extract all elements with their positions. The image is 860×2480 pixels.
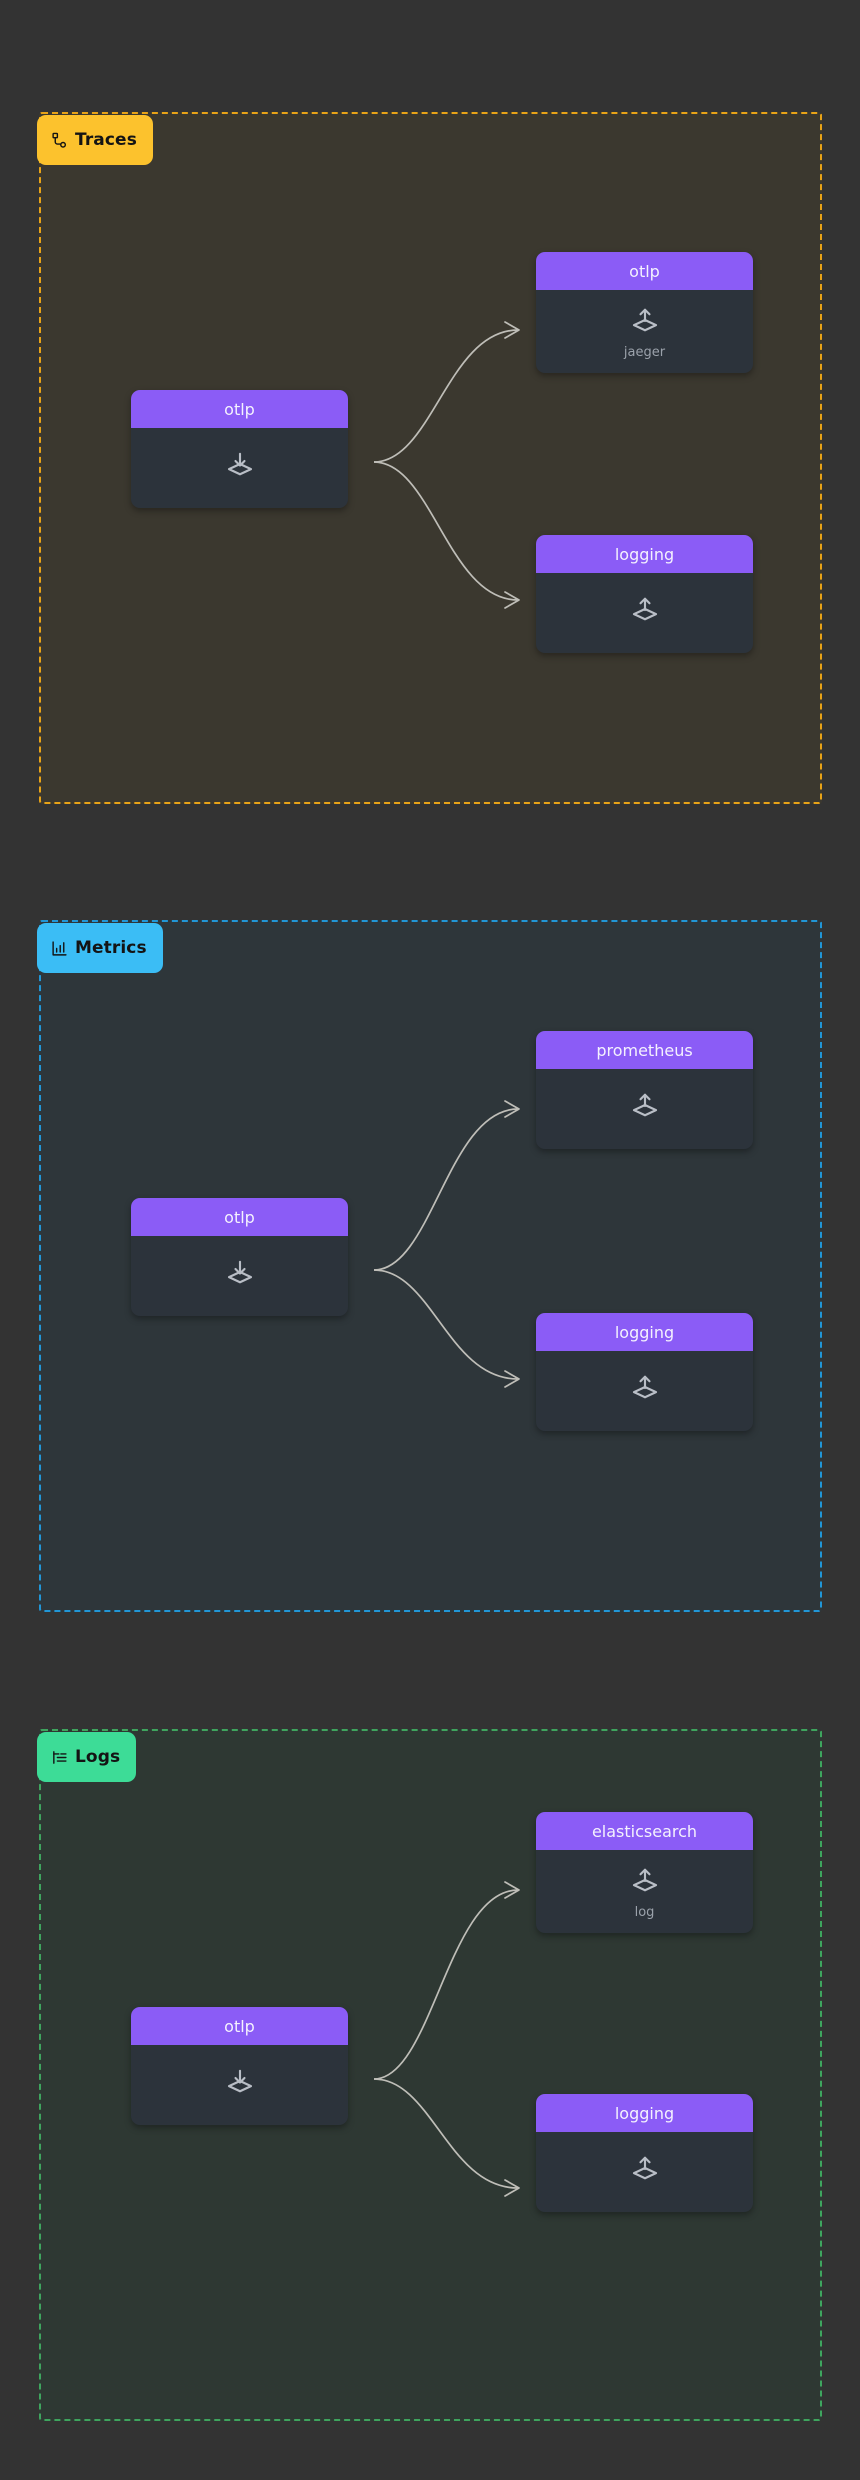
exporter-upload-icon (630, 1373, 660, 1407)
node-title: elasticsearch (536, 1812, 753, 1850)
node-subtitle: jaeger (623, 345, 666, 360)
logs-icon (51, 1749, 68, 1766)
node-exporter-metrics-prometheus[interactable]: prometheus (536, 1031, 753, 1149)
node-body: jaeger (536, 290, 753, 373)
node-title: logging (536, 2094, 753, 2132)
exporter-upload-icon (630, 306, 660, 340)
node-title: logging (536, 1313, 753, 1351)
node-receiver-metrics-otlp[interactable]: otlp (131, 1198, 348, 1316)
node-exporter-traces-otlp[interactable]: otlp jaeger (536, 252, 753, 373)
node-body: log (536, 1850, 753, 1933)
node-body (536, 2132, 753, 2212)
receiver-download-icon (225, 450, 255, 484)
node-body (536, 573, 753, 653)
node-title: logging (536, 535, 753, 573)
traces-icon (51, 132, 68, 149)
node-exporter-logs-logging[interactable]: logging (536, 2094, 753, 2212)
exporter-upload-icon (630, 595, 660, 629)
node-title: otlp (131, 2007, 348, 2045)
receiver-download-icon (225, 2067, 255, 2101)
node-body (536, 1351, 753, 1431)
node-body (536, 1069, 753, 1149)
pipeline-badge-label: Traces (75, 130, 137, 150)
node-body (131, 1236, 348, 1316)
exporter-upload-icon (630, 2154, 660, 2188)
node-receiver-logs-otlp[interactable]: otlp (131, 2007, 348, 2125)
pipeline-badge-traces[interactable]: Traces (37, 115, 153, 165)
node-exporter-logs-elasticsearch[interactable]: elasticsearch log (536, 1812, 753, 1933)
pipeline-badge-logs[interactable]: Logs (37, 1732, 137, 1782)
node-body (131, 2045, 348, 2125)
exporter-upload-icon (630, 1866, 660, 1900)
node-body (131, 428, 348, 508)
node-title: prometheus (536, 1031, 753, 1069)
node-exporter-metrics-logging[interactable]: logging (536, 1313, 753, 1431)
node-title: otlp (131, 1198, 348, 1236)
node-exporter-traces-logging[interactable]: logging (536, 535, 753, 653)
pipeline-badge-label: Metrics (75, 938, 147, 958)
pipeline-badge-label: Logs (75, 1747, 121, 1767)
node-title: otlp (131, 390, 348, 428)
node-subtitle: log (634, 1905, 655, 1920)
receiver-download-icon (225, 1258, 255, 1292)
node-title: otlp (536, 252, 753, 290)
metrics-icon (51, 940, 68, 957)
pipeline-badge-metrics[interactable]: Metrics (37, 923, 163, 973)
node-receiver-traces-otlp[interactable]: otlp (131, 390, 348, 508)
exporter-upload-icon (630, 1091, 660, 1125)
